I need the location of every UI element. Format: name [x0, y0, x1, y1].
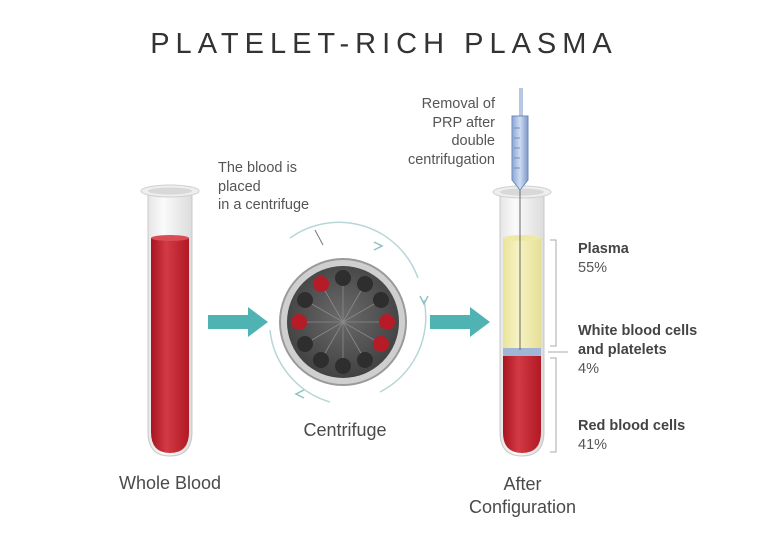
- arrow-2: [430, 307, 490, 337]
- plasma-label: Plasma 55%: [578, 240, 629, 278]
- whole-blood-tube: [141, 185, 199, 456]
- layer-percent: 4%: [578, 360, 697, 379]
- removal-note-line: PRP after: [380, 114, 495, 133]
- removal-note-line: centrifugation: [380, 151, 495, 170]
- centrifuge-graphic: [270, 222, 428, 402]
- layer-name: Red blood cells: [578, 417, 685, 436]
- layer-percent: 55%: [578, 259, 629, 278]
- whole-blood-caption: Whole Blood: [95, 473, 245, 494]
- red-cells-label: Red blood cells 41%: [578, 417, 685, 455]
- buffy-coat-layer: [503, 348, 541, 356]
- removal-note-line: double: [380, 132, 495, 151]
- removal-note: Removal of PRP after double centrifugati…: [380, 95, 495, 169]
- whole-blood-fill: [151, 238, 189, 453]
- centrifuge-caption: Centrifuge: [275, 420, 415, 441]
- centrifuge-note: The blood is placed in a centrifuge: [218, 159, 309, 215]
- layer-name: and platelets: [578, 341, 697, 360]
- layer-percent: 41%: [578, 436, 685, 455]
- plasma-layer: [503, 238, 541, 348]
- arrow-1: [208, 307, 268, 337]
- layer-name: White blood cells: [578, 322, 697, 341]
- removal-note-line: Removal of: [380, 95, 495, 114]
- centrifuge-note-line: The blood is: [218, 159, 309, 178]
- after-tube: [493, 186, 551, 456]
- layer-name: Plasma: [578, 240, 629, 259]
- centrifuge-note-line: placed: [218, 178, 309, 197]
- after-caption-line: Configuration: [450, 496, 595, 519]
- wbc-platelets-label: White blood cells and platelets 4%: [578, 322, 697, 379]
- centrifuge-note-line: in a centrifuge: [218, 196, 309, 215]
- after-caption: After Configuration: [450, 473, 595, 519]
- after-caption-line: After: [450, 473, 595, 496]
- red-cell-layer: [503, 356, 541, 453]
- layer-brackets: [548, 240, 568, 452]
